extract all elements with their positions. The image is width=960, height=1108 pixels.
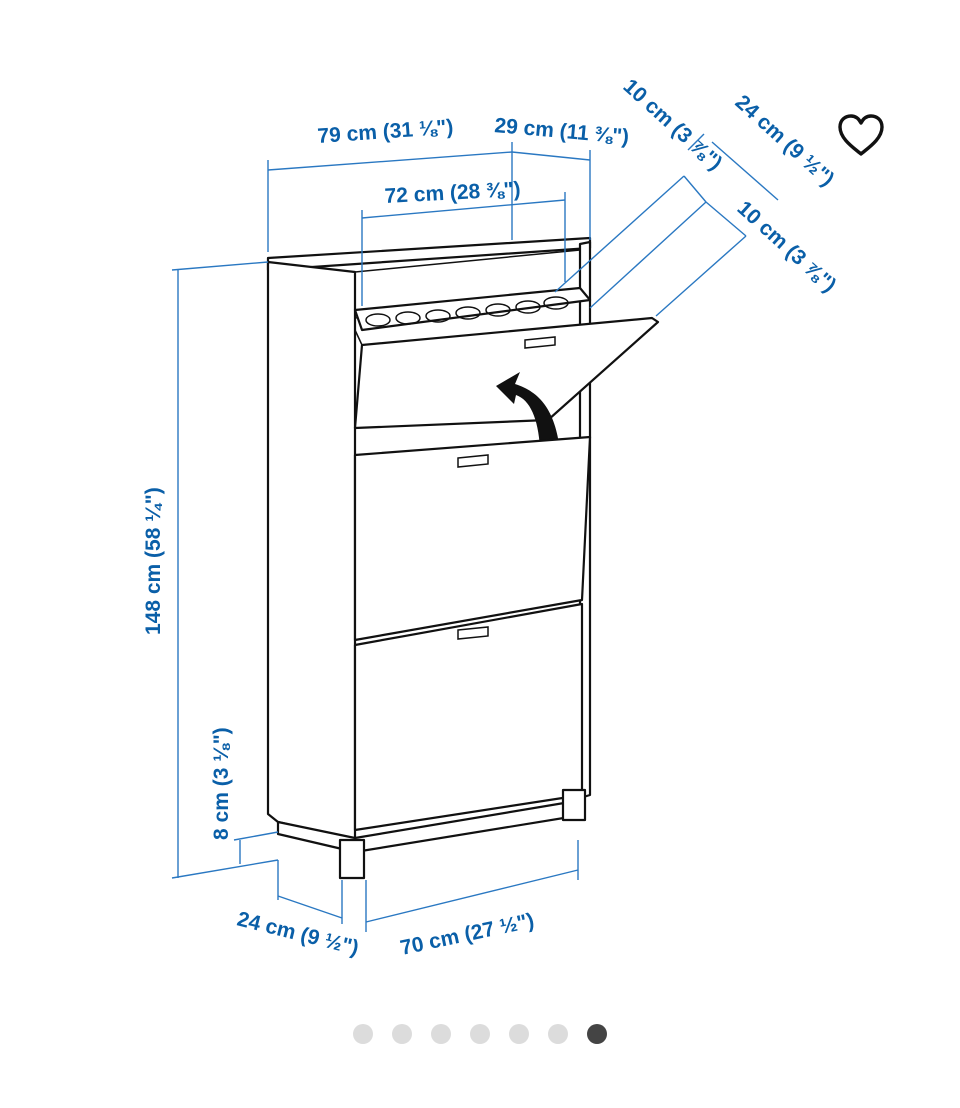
carousel-dot-4[interactable]	[470, 1024, 490, 1044]
carousel-dot-5[interactable]	[509, 1024, 529, 1044]
dimension-flap-depth-2: 10 cm (3 ⅞")	[733, 197, 841, 297]
carousel-dot-1[interactable]	[353, 1024, 373, 1044]
dimension-leg-height: 8 cm (3 ⅛")	[210, 727, 233, 840]
dimension-flap-depth-1: 10 cm (3 ⅞")	[619, 75, 727, 175]
dimension-inner-width: 72 cm (28 ⅜")	[384, 178, 521, 208]
dimension-lines	[171, 133, 779, 932]
heart-outline-icon[interactable]	[836, 112, 886, 158]
carousel-dot-2[interactable]	[392, 1024, 412, 1044]
carousel-dot-3[interactable]	[431, 1024, 451, 1044]
dimension-base-width: 70 cm (27 ½")	[398, 909, 536, 960]
shoe-cabinet-illustration	[266, 236, 660, 880]
carousel-dot-6[interactable]	[548, 1024, 568, 1044]
dimension-side-depth: 29 cm (11 ⅜")	[494, 114, 630, 149]
dimension-height: 148 cm (58 ¼")	[142, 487, 165, 635]
dimension-total-width: 79 cm (31 ⅛")	[317, 116, 454, 148]
carousel-dot-7[interactable]	[587, 1024, 607, 1044]
carousel-pagination	[0, 1024, 960, 1048]
dimension-open-depth: 24 cm (9 ½")	[731, 91, 839, 191]
shoe-cabinet-dimension-drawing: 79 cm (31 ⅛") 29 cm (11 ⅜") 72 cm (28 ⅜"…	[142, 75, 841, 960]
opening-arrow-icon	[496, 372, 560, 450]
